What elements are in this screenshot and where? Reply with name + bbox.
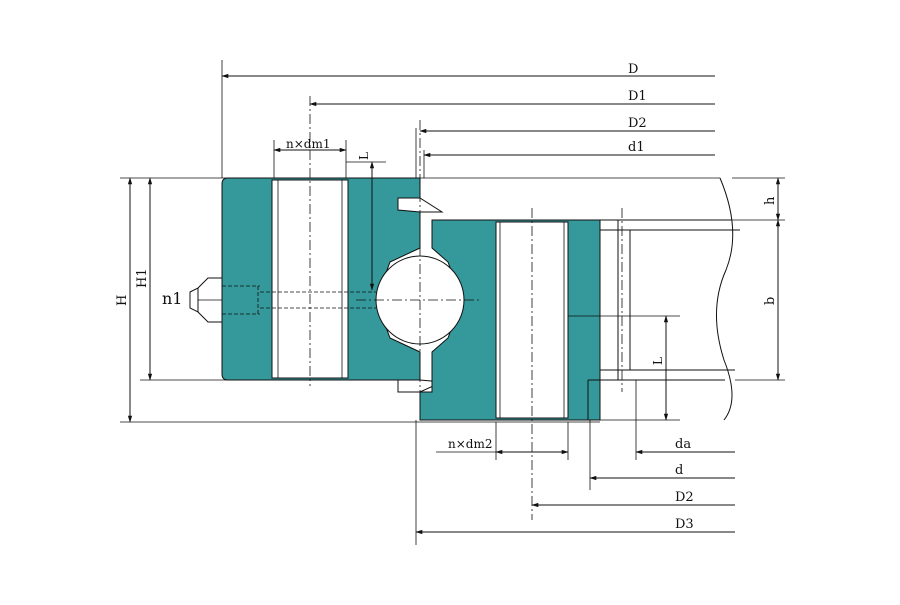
inner-ring (419, 219, 601, 421)
dim-L-top-label: L (357, 152, 371, 160)
dim-d1-label: d1 (628, 140, 645, 155)
dim-da-label: da (675, 437, 691, 452)
dim-n-dm2-label: n×dm2 (448, 437, 492, 451)
dim-H-label: H (115, 295, 130, 306)
dim-D1-label: D1 (628, 89, 647, 104)
dim-D-label: D (628, 62, 638, 77)
dim-b-label: b (763, 297, 778, 305)
dim-h-label: h (763, 196, 778, 205)
mating-shaft (587, 177, 740, 421)
n1-label: n1 (162, 289, 182, 308)
dim-D2-top-label: D2 (628, 116, 647, 131)
grease-nipple (189, 277, 376, 323)
dim-n-dm1-label: n×dm1 (286, 137, 330, 151)
dim-d-label: d (675, 463, 683, 478)
dim-L-bottom-label: L (651, 357, 665, 365)
dim-D2-bottom-label: D2 (675, 490, 694, 505)
dim-D3-label: D3 (675, 517, 694, 532)
dim-H1-label: H1 (135, 268, 150, 288)
